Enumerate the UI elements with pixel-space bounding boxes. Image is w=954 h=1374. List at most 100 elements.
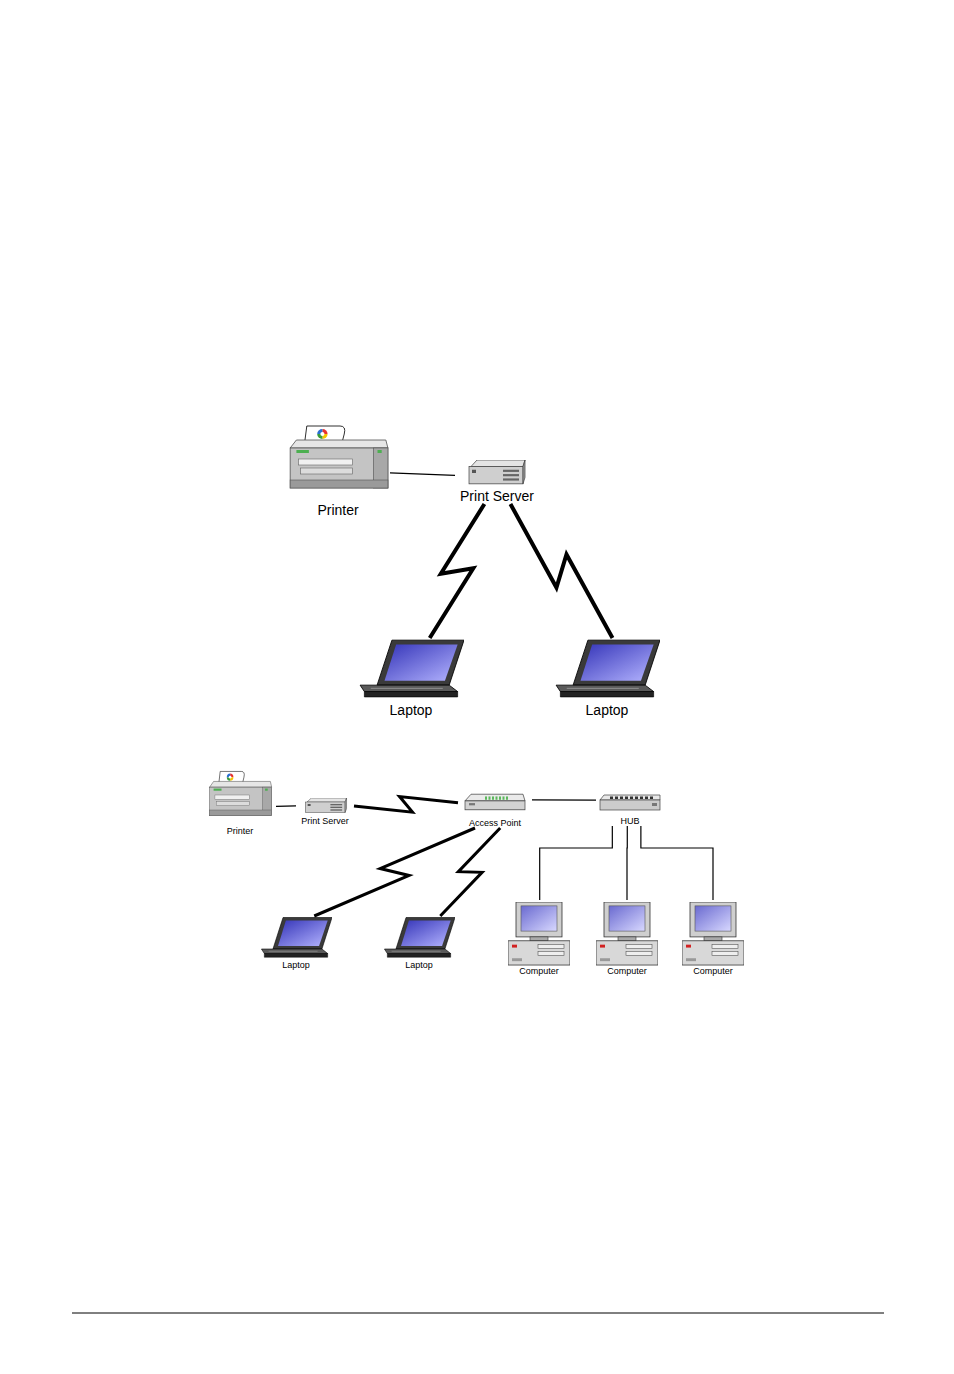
device-icon — [508, 902, 570, 966]
icon-part — [508, 902, 570, 966]
icon-part — [530, 937, 548, 941]
icon-part — [371, 688, 443, 689]
icon-part — [573, 640, 660, 685]
cable-link — [626, 826, 627, 900]
device-label: Laptop — [381, 960, 457, 970]
device-label: Computer — [592, 966, 662, 976]
icon-part — [273, 918, 332, 950]
icon-part — [304, 798, 348, 814]
icon-part — [467, 460, 527, 486]
icon-part — [652, 803, 657, 806]
icon-part — [538, 951, 564, 955]
device-label: Laptop — [356, 702, 466, 718]
icon-part — [489, 796, 491, 799]
icon-part — [465, 801, 525, 810]
device-icon — [383, 916, 455, 958]
icon-part — [512, 945, 517, 948]
wireless-link — [510, 504, 612, 638]
icon-part — [615, 797, 618, 800]
icon-part — [485, 796, 487, 799]
icon-part — [600, 945, 605, 948]
icon-part — [385, 644, 458, 680]
icon-part — [269, 951, 318, 952]
icon-part — [645, 797, 648, 800]
cable-link — [276, 805, 296, 807]
icon-part — [298, 459, 352, 465]
icon-part — [521, 906, 557, 931]
icon-part — [469, 467, 523, 484]
icon-part — [330, 807, 342, 808]
icon-part — [264, 954, 327, 958]
wireless-link — [440, 828, 500, 916]
icon-part — [598, 794, 662, 812]
device-node: Print Server — [455, 460, 539, 504]
device-icon — [358, 638, 464, 698]
icon-part — [360, 685, 458, 691]
icon-part — [600, 800, 660, 810]
icon-part — [682, 902, 744, 966]
icon-part — [330, 809, 342, 810]
icon-part — [214, 789, 222, 791]
icon-part — [261, 949, 327, 954]
icon-part — [600, 958, 610, 961]
icon-part — [392, 951, 441, 952]
device-node: Printer — [204, 770, 276, 836]
icon-part — [401, 921, 451, 947]
device-icon — [682, 902, 744, 966]
icon-part — [290, 440, 388, 448]
icon-part — [290, 448, 388, 488]
icon-part — [503, 474, 519, 476]
icon-part — [492, 796, 494, 799]
footer-rule — [72, 1313, 884, 1314]
icon-part — [278, 921, 328, 947]
icon-part — [506, 796, 508, 799]
icon-part — [465, 794, 525, 801]
icon-part — [320, 432, 324, 436]
device-label: Printer — [204, 826, 276, 836]
icon-part — [378, 450, 382, 453]
icon-part — [215, 795, 249, 799]
wireless-link — [314, 828, 475, 916]
icon-part — [516, 902, 562, 937]
icon-part — [358, 638, 464, 698]
icon-part — [216, 801, 249, 805]
icon-part — [556, 685, 654, 691]
device-label: Laptop — [258, 960, 334, 970]
icon-part — [690, 902, 736, 937]
icon-part — [330, 804, 342, 805]
device-node: Computer — [592, 900, 662, 976]
icon-part — [377, 640, 464, 685]
device-icon — [598, 794, 662, 812]
icon-part — [496, 796, 498, 799]
cable-link — [390, 473, 455, 476]
icon-part — [364, 692, 457, 697]
icon-part — [620, 797, 623, 800]
icon-part — [635, 797, 638, 800]
device-icon — [304, 798, 348, 814]
icon-part — [307, 798, 347, 802]
icon-part — [345, 798, 346, 813]
icon-part — [567, 688, 639, 689]
device-icon — [467, 460, 527, 486]
icon-part — [712, 951, 738, 955]
icon-part — [472, 470, 476, 473]
icon-part — [704, 937, 722, 941]
device-node: Print Server — [296, 796, 354, 826]
icon-part — [471, 460, 525, 467]
icon-part — [265, 789, 268, 791]
device-label: Laptop — [552, 702, 662, 718]
icon-part — [219, 771, 244, 782]
icon-part — [581, 644, 654, 680]
device-node: Printer — [286, 424, 390, 518]
icon-part — [469, 803, 475, 805]
icon-part — [301, 468, 353, 474]
icon-part — [260, 916, 332, 958]
icon-part — [290, 480, 388, 488]
icon-part — [396, 918, 455, 950]
device-icon — [286, 424, 390, 494]
device-node: Laptop — [258, 916, 334, 970]
icon-part — [686, 958, 696, 961]
device-label: Print Server — [455, 488, 539, 504]
